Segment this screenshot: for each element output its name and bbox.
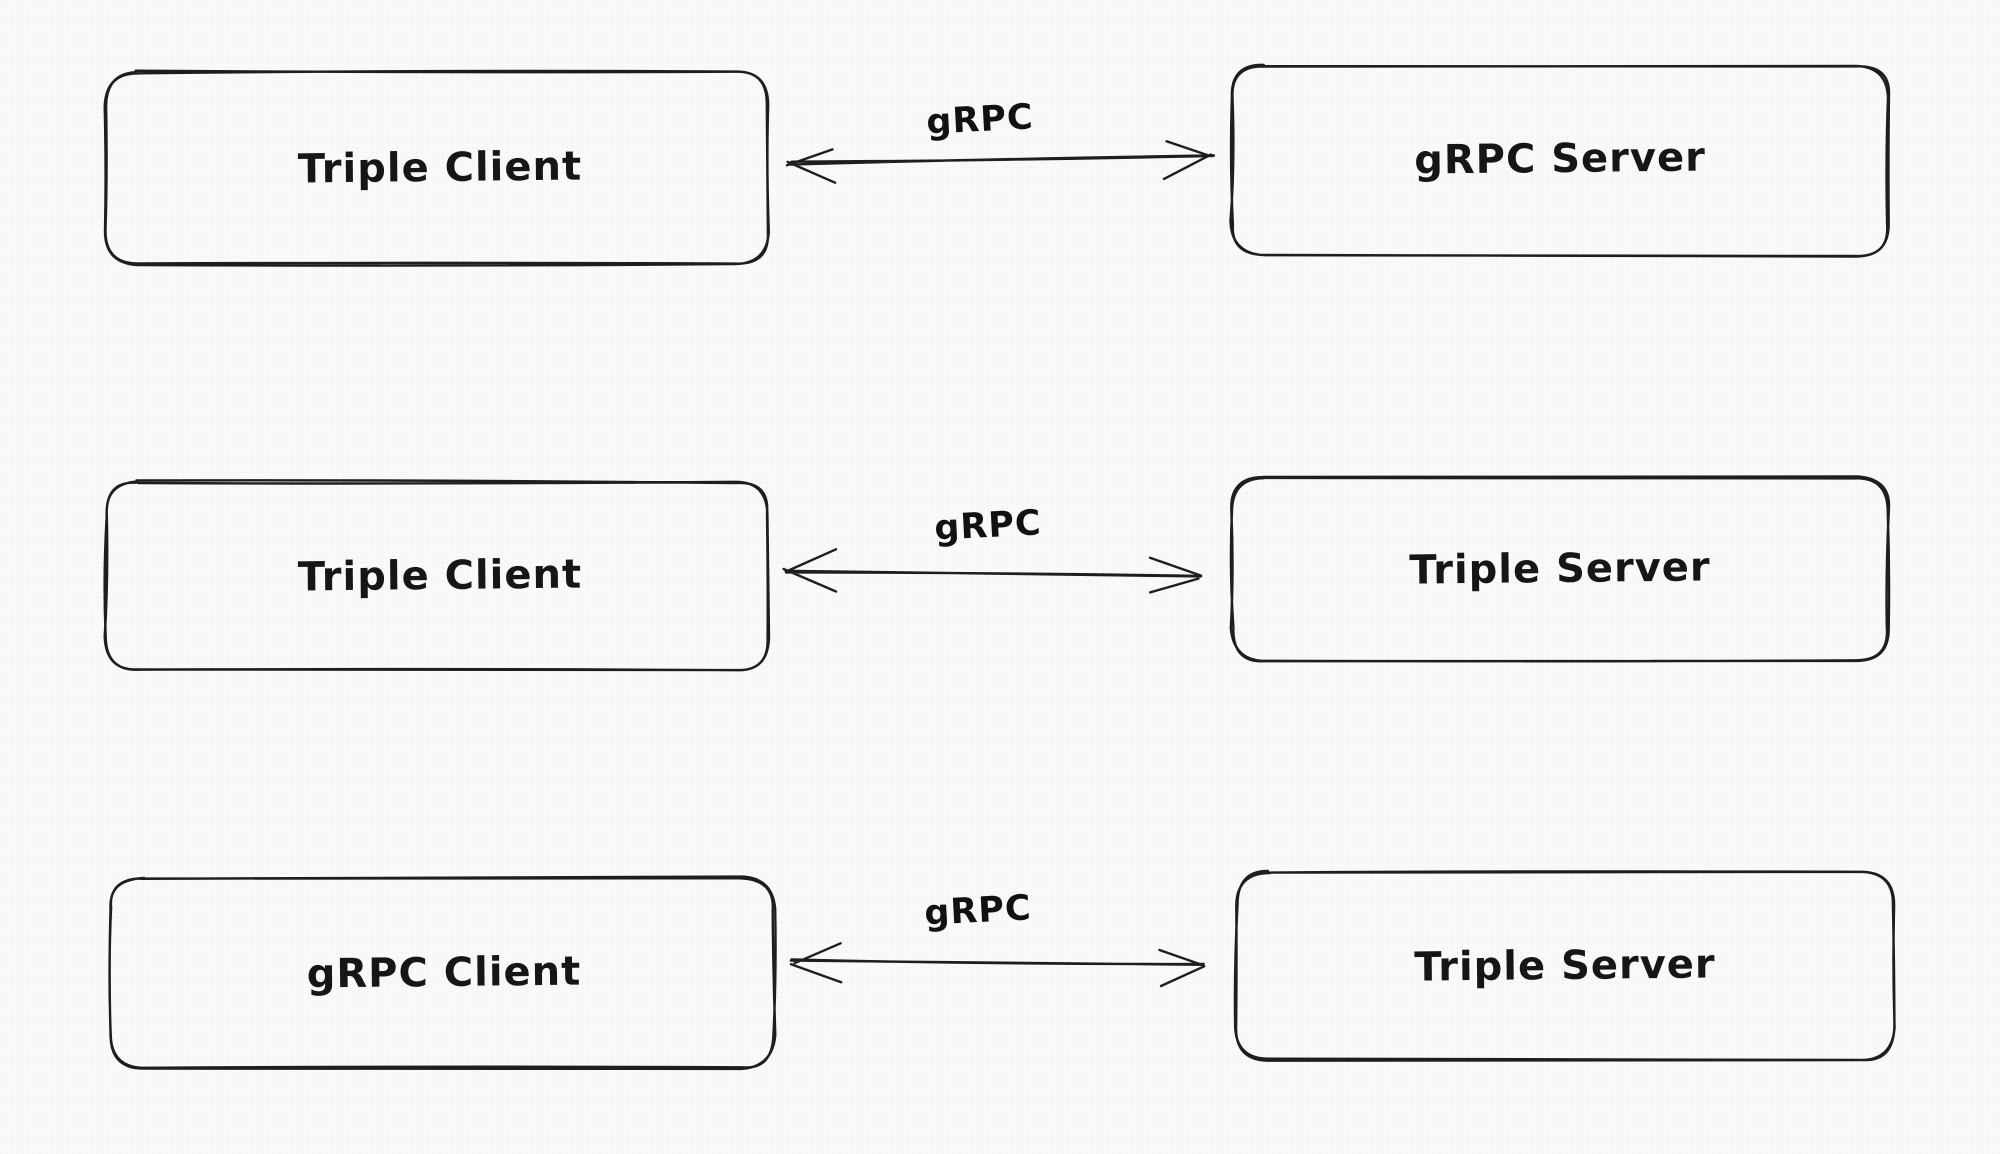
arrow-label-grpc-row2: gRPC	[933, 503, 1043, 549]
node-label-triple-client-row1: Triple Client	[297, 143, 583, 193]
node-label-triple-client-row2: Triple Client	[297, 551, 583, 601]
node-label-triple-server-row2: Triple Server	[1409, 544, 1711, 594]
node-box-triple-server-row2	[1229, 475, 1891, 663]
arrow-row1	[785, 140, 1216, 184]
arrow-label-grpc-row3: gRPC	[923, 888, 1033, 934]
node-box-triple-client-row1	[103, 69, 770, 267]
node-box-triple-client-row2	[103, 479, 771, 672]
node-box-grpc-client-row3	[108, 875, 777, 1071]
node-label-triple-server-row3: Triple Server	[1414, 941, 1716, 991]
arrow-row2	[782, 548, 1203, 594]
node-box-triple-server-row3	[1233, 869, 1896, 1062]
node-label-grpc-client-row3: gRPC Client	[306, 948, 582, 998]
node-label-grpc-server-row1: gRPC Server	[1413, 134, 1707, 184]
node-box-grpc-server-row1	[1229, 63, 1891, 258]
arrow-row3	[789, 942, 1206, 988]
arrow-label-grpc-row1: gRPC	[925, 97, 1035, 143]
